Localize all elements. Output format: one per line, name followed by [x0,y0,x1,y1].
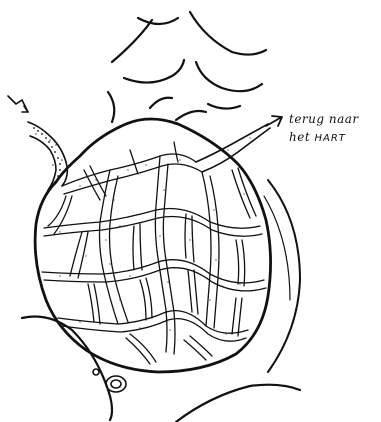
outgoing-venule [196,124,270,172]
capillary-network [42,142,266,364]
arrow-in-icon [8,96,28,112]
annotation-label-line1: terug naar [289,112,359,126]
annotation-label-caps: HART [314,133,345,144]
alveolus-wall [35,119,270,372]
arrow-out-icon [266,116,282,126]
annotation-label-line2: het HART [289,130,346,146]
annotation-label-prefix: het [289,130,314,144]
incoming-arteriole [28,122,67,190]
capillary-stipple [59,137,250,334]
small-cells [93,369,126,392]
